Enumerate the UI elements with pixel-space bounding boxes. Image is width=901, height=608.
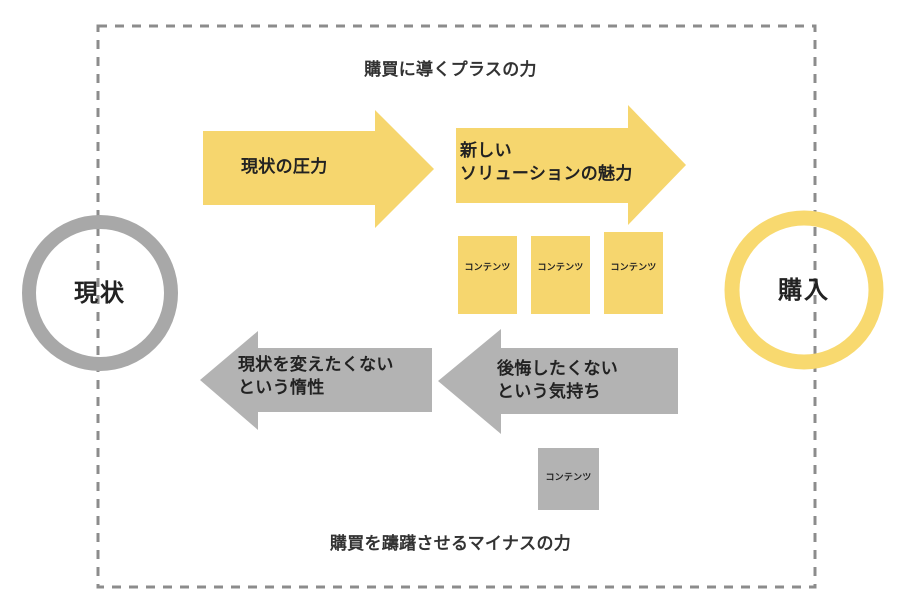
start-node-label: 現状 bbox=[74, 279, 126, 307]
positive-content-box-1-label: コンテンツ bbox=[464, 263, 511, 273]
positive-content-box-3-label: コンテンツ bbox=[610, 263, 657, 273]
positive-arrow-2-label-line1: 新しい bbox=[460, 141, 512, 161]
positive-arrow-1-shape bbox=[203, 110, 434, 228]
negative-arrow-2-shape bbox=[438, 329, 678, 434]
positive-content-box-1-shape bbox=[458, 236, 517, 314]
positive-band-title: 購買に導くプラスの力 bbox=[364, 60, 537, 80]
negative-arrow-2-label-line2: という気持ち bbox=[497, 382, 601, 402]
negative-band-title: 購買を躊躇させるマイナスの力 bbox=[329, 534, 572, 554]
negative-content-box-1-shape bbox=[538, 448, 599, 510]
start-node-circle bbox=[22, 215, 178, 371]
positive-content-box-2-label: コンテンツ bbox=[537, 263, 584, 273]
positive-content-box-2-shape bbox=[531, 236, 590, 314]
dashed-boundary bbox=[96, 24, 817, 589]
negative-arrow-2-label-line1: 後悔したくない bbox=[497, 359, 619, 379]
negative-arrow-1-label-line2: という惰性 bbox=[238, 378, 325, 398]
positive-arrow-2-shape bbox=[456, 105, 686, 225]
positive-arrow-2-label-line2: ソリューションの魅力 bbox=[460, 164, 633, 184]
negative-arrow-1-shape bbox=[200, 331, 432, 430]
end-node-circle bbox=[724, 210, 884, 370]
end-node-label: 購入 bbox=[778, 276, 830, 304]
negative-arrow-1-label-line1: 現状を変えたくない bbox=[238, 355, 394, 375]
negative-content-box-1-label: コンテンツ bbox=[545, 473, 592, 483]
positive-content-box-3-shape bbox=[604, 232, 663, 314]
positive-arrow-1-label: 現状の圧力 bbox=[241, 157, 328, 177]
